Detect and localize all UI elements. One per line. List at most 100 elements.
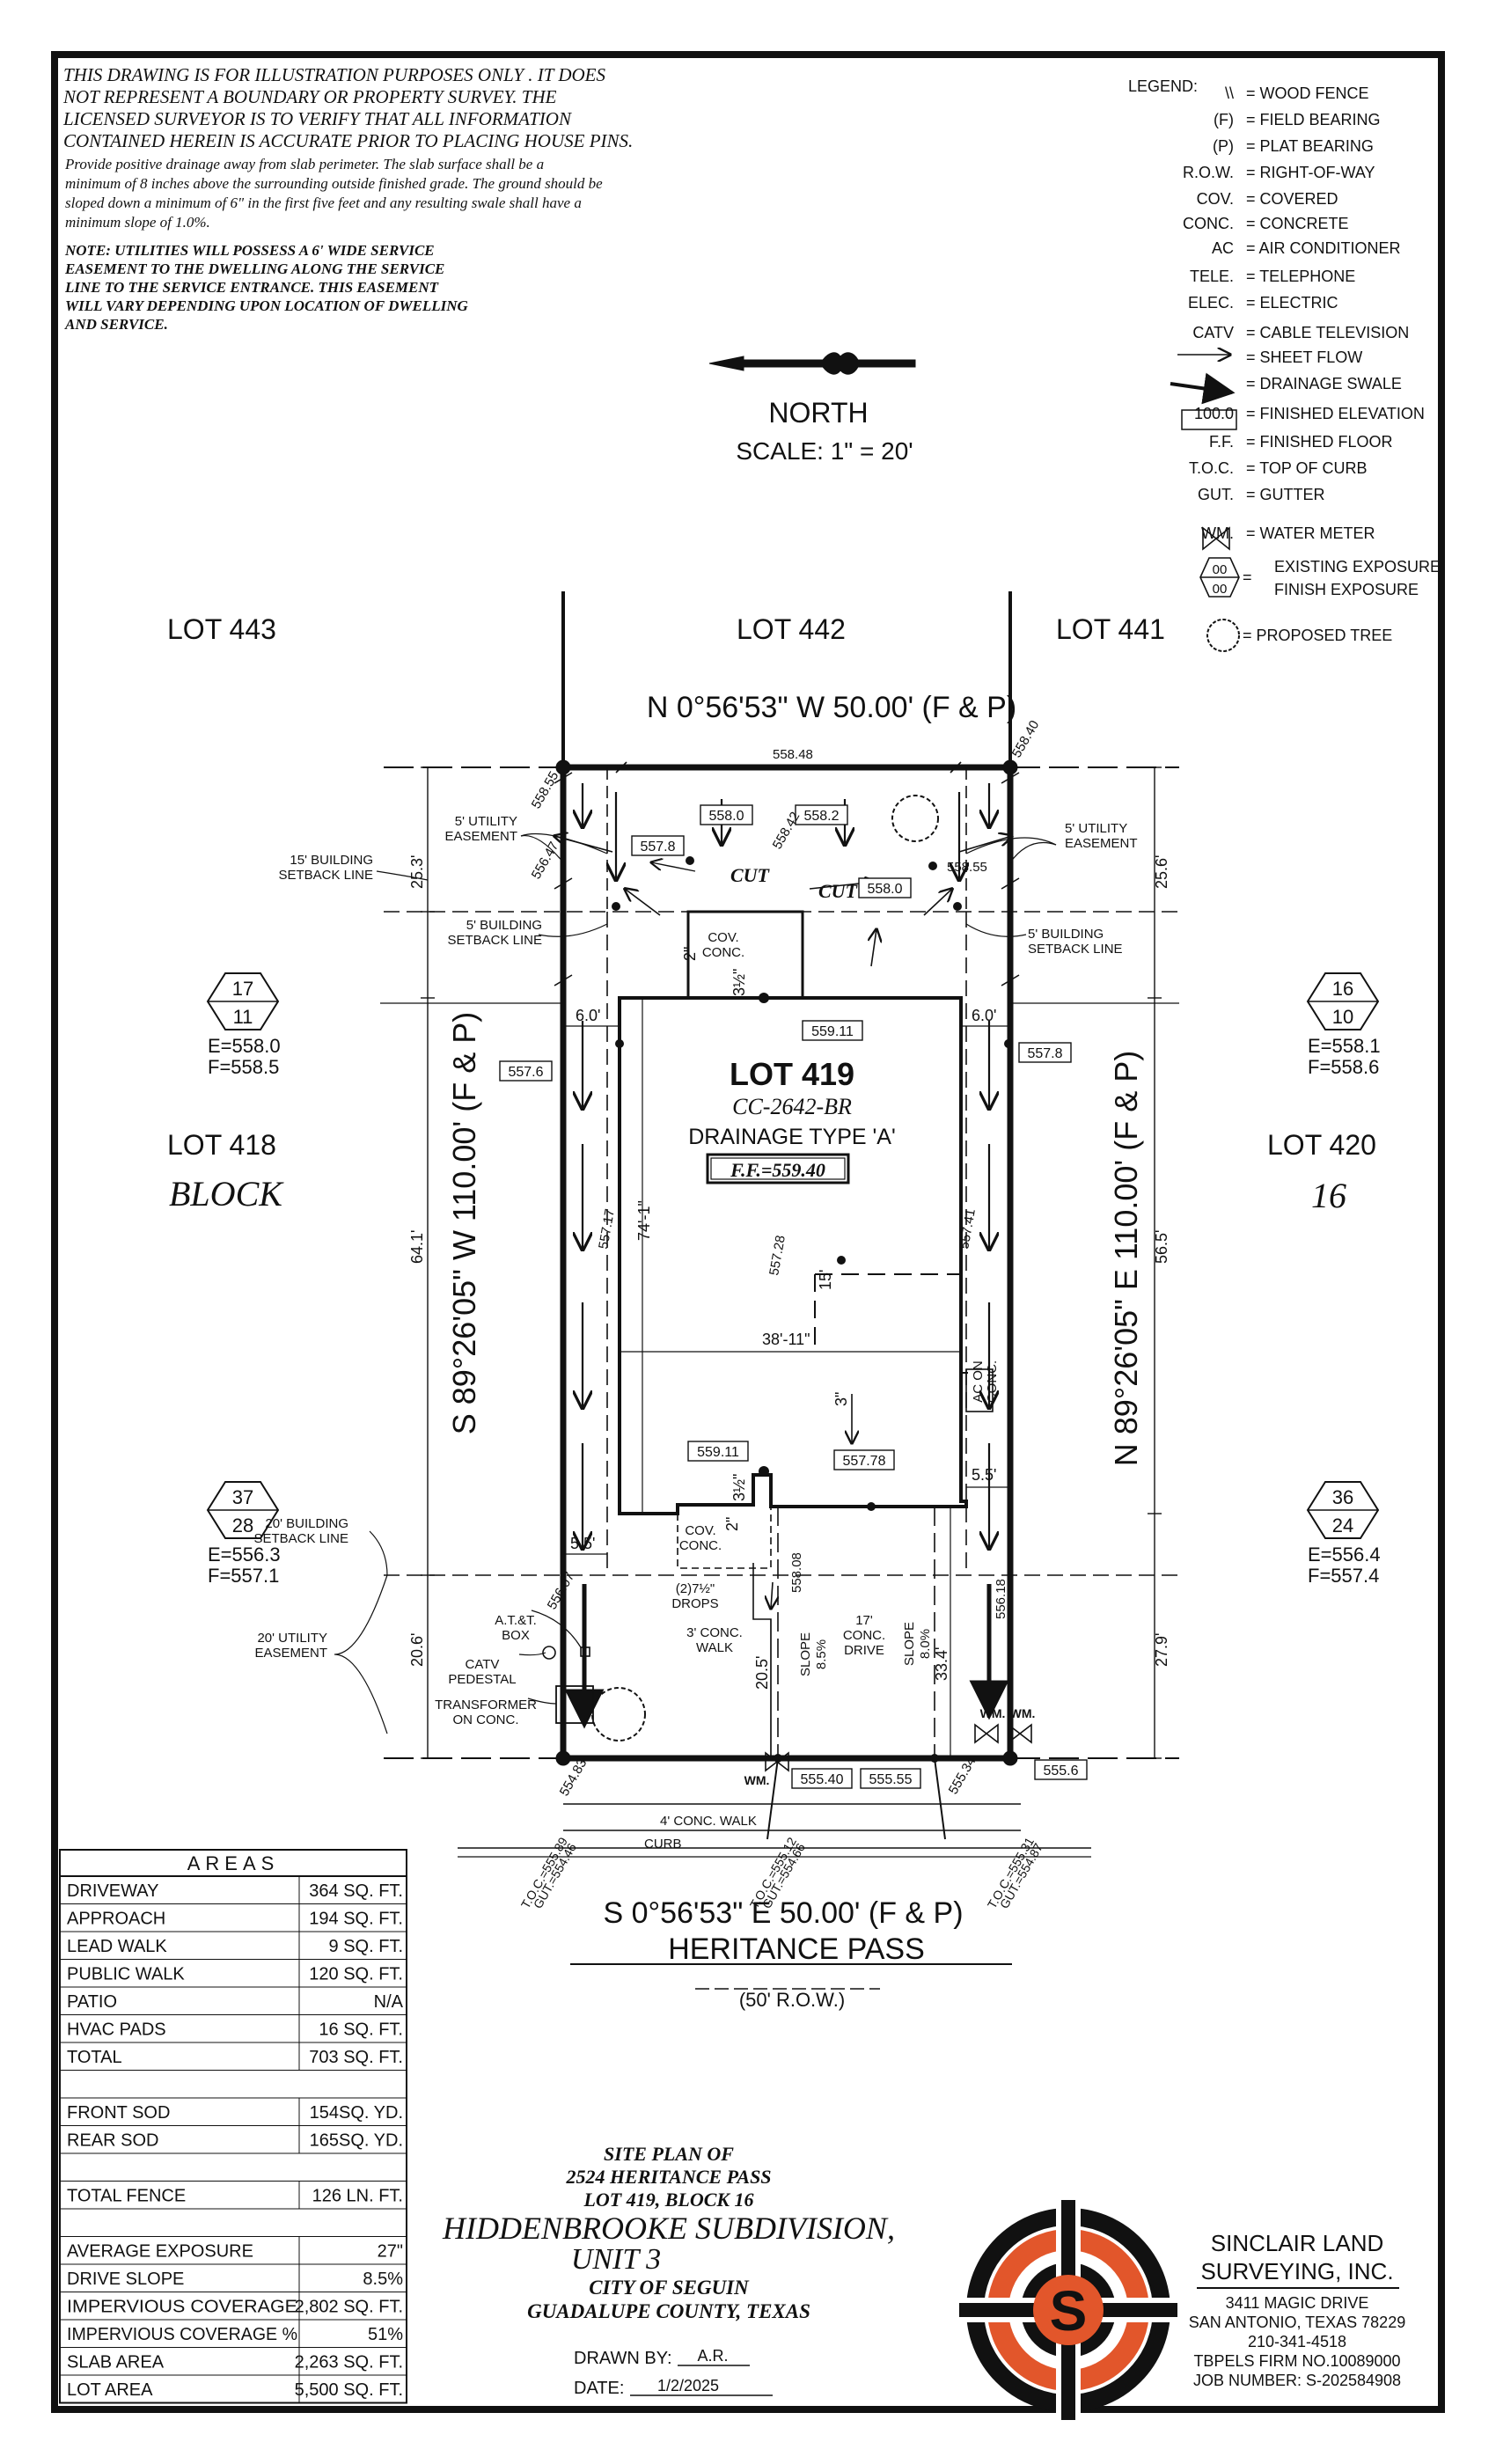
rear-covered-patio	[686, 910, 804, 1000]
legend-desc: = FIELD BEARING	[1246, 111, 1381, 128]
areas-value: 2,802 SQ. FT.	[295, 2298, 403, 2317]
areas-value: 5,500 SQ. FT.	[295, 2380, 403, 2400]
areas-label: DRIVE SLOPE	[67, 2270, 184, 2289]
dimension-labels: 25.3'25.6'64.1'56.5'20.6'27.9'6.0'6.0'5.…	[408, 855, 1170, 1690]
north-arrow: NORTH SCALE: 1" = 20'	[708, 352, 916, 465]
cut-label: CUT	[730, 864, 771, 886]
water-meter-label: WM.	[1010, 1706, 1036, 1720]
drawn-by: DRAWN BY: A.R. DATE: 1/2/2025	[574, 2347, 773, 2398]
catv-note: CATV	[466, 1657, 500, 1672]
drainage-line: minimum slope of 1.0%.	[65, 214, 210, 231]
drainage-line: Provide positive drainage away from slab…	[64, 156, 544, 172]
areas-label: SLAB AREA	[67, 2353, 165, 2372]
utility-easement-note: EASEMENT	[444, 829, 517, 844]
proposed-tree-icon: = PROPOSED TREE	[1206, 619, 1392, 652]
dimension: 25.6'	[1153, 855, 1170, 889]
lot-441-label: LOT 441	[1056, 613, 1165, 645]
north-bearing: N 0°56'53" W 50.00' (F & P)	[647, 691, 1016, 724]
legend-symbols: 00 00 = EXISTING EXPOSURE FINISH EXPOSUR…	[1170, 355, 1441, 652]
drive-note: CONC.	[843, 1628, 885, 1643]
elevation-spot: 558.55	[529, 769, 562, 811]
legend-desc: = CABLE TELEVISION	[1246, 324, 1409, 341]
north-label: NORTH	[768, 397, 868, 429]
title-line-7: GUADALUPE COUNTY, TEXAS	[527, 2300, 810, 2322]
exposure-markers: 1711E=558.0F=558.51610E=558.1F=558.63728…	[206, 972, 1381, 1587]
north-arrow-icon	[708, 352, 916, 375]
drainage-type: DRAINAGE TYPE 'A'	[688, 1125, 896, 1149]
tree-front	[591, 1687, 646, 1742]
exposure-bottom: 24	[1332, 1514, 1353, 1536]
building-setback-note: SETBACK LINE	[278, 868, 373, 883]
disclaimer-line: THIS DRAWING IS FOR ILLUSTRATION PURPOSE…	[63, 64, 605, 85]
areas-value: 364 SQ. FT.	[309, 1881, 403, 1901]
legend-symbol: CATV	[1192, 324, 1234, 341]
water-meter-label: WM.	[980, 1706, 1006, 1720]
elevation-box: 557.78	[843, 1454, 886, 1469]
utility-easement-note: EASEMENT	[1065, 836, 1138, 851]
att-box-note: A.T.&T.	[495, 1613, 537, 1628]
date-label: DATE:	[574, 2379, 624, 2398]
exposure-legend-desc1: EXISTING EXPOSURE	[1274, 558, 1441, 576]
areas-label: IMPERVIOUS COVERAGE %	[67, 2325, 297, 2344]
company-address-1: 3411 MAGIC DRIVE	[1226, 2294, 1369, 2312]
elevation-spot: 558.55	[947, 860, 987, 875]
drainage-line: minimum of 8 inches above the surroundin…	[65, 175, 603, 192]
title-line-5: UNIT 3	[571, 2243, 661, 2276]
drainage-line: sloped down a minimum of 6" in the first…	[65, 194, 582, 211]
exposure-finish: F=558.5	[208, 1056, 279, 1078]
legend-symbol: F.F.	[1209, 433, 1234, 451]
areas-value: 194 SQ. FT.	[309, 1910, 403, 1929]
company-info: SINCLAIR LAND SURVEYING, INC. 3411 MAGIC…	[1189, 2230, 1405, 2389]
elevation-box: 557.6	[508, 1065, 543, 1080]
drawn-by-label: DRAWN BY:	[574, 2349, 672, 2368]
transformer-note: TRANSFORMER	[435, 1698, 537, 1712]
legend-symbol: (F)	[1214, 111, 1234, 128]
water-meter-label: WM.	[744, 1773, 770, 1787]
legend-desc: = CONCRETE	[1246, 215, 1349, 232]
legend-symbol: GUT.	[1198, 486, 1234, 503]
exposure-top: 36	[1332, 1486, 1353, 1508]
dimension: 5.5'	[570, 1535, 595, 1552]
legend-desc: = FINISHED ELEVATION	[1246, 405, 1425, 422]
elevation-spot: 558.42	[770, 810, 803, 852]
building-setback-note: SETBACK LINE	[1028, 942, 1123, 957]
scale-label: SCALE: 1" = 20'	[736, 437, 913, 465]
areas-label: PUBLIC WALK	[67, 1965, 185, 1984]
drainage-swale-arrow-icon	[1170, 372, 1236, 405]
legend-symbol: 100.0	[1194, 405, 1234, 422]
adjacent-lots: LOT 443 LOT 442 LOT 441 LOT 418 LOT 420	[167, 613, 1376, 1161]
dimension: 27.9'	[1153, 1633, 1170, 1667]
ff-box	[706, 1153, 850, 1184]
disclaimer-line: NOT REPRESENT A BOUNDARY OR PROPERTY SUR…	[62, 86, 557, 107]
utility-easement-note: 20' UTILITY	[257, 1631, 327, 1646]
covered-concrete-note: COV.	[685, 1523, 715, 1538]
walk-note: 3' CONC.	[686, 1625, 743, 1640]
legend-desc: = ELECTRIC	[1246, 294, 1338, 312]
building-setback-note: 15' BUILDING	[290, 853, 373, 868]
legend-symbol: COV.	[1197, 190, 1234, 208]
dimension: 3½"	[730, 1474, 748, 1501]
dimension: 20.5'	[753, 1656, 771, 1690]
legend-desc: = DRAINAGE SWALE	[1246, 375, 1402, 392]
catv-note: PEDESTAL	[448, 1672, 516, 1687]
drainage-note: Provide positive drainage away from slab…	[64, 156, 603, 231]
areas-label: TOTAL	[67, 2048, 122, 2067]
elevation-box: 559.11	[811, 1024, 854, 1039]
covered-concrete-note: CONC.	[702, 945, 744, 960]
title-line-1: SITE PLAN OF	[604, 2143, 734, 2165]
catv-pedestal	[542, 1646, 556, 1660]
note-line: AND SERVICE.	[64, 316, 168, 333]
dimension: 2"	[723, 1517, 741, 1531]
legend-symbol: R.O.W.	[1183, 164, 1234, 181]
legend-symbol: WM.	[1201, 524, 1234, 542]
covered-concrete-note: CONC.	[679, 1538, 722, 1553]
building-setback-note: SETBACK LINE	[253, 1531, 348, 1546]
transformer-pad	[555, 1685, 594, 1724]
